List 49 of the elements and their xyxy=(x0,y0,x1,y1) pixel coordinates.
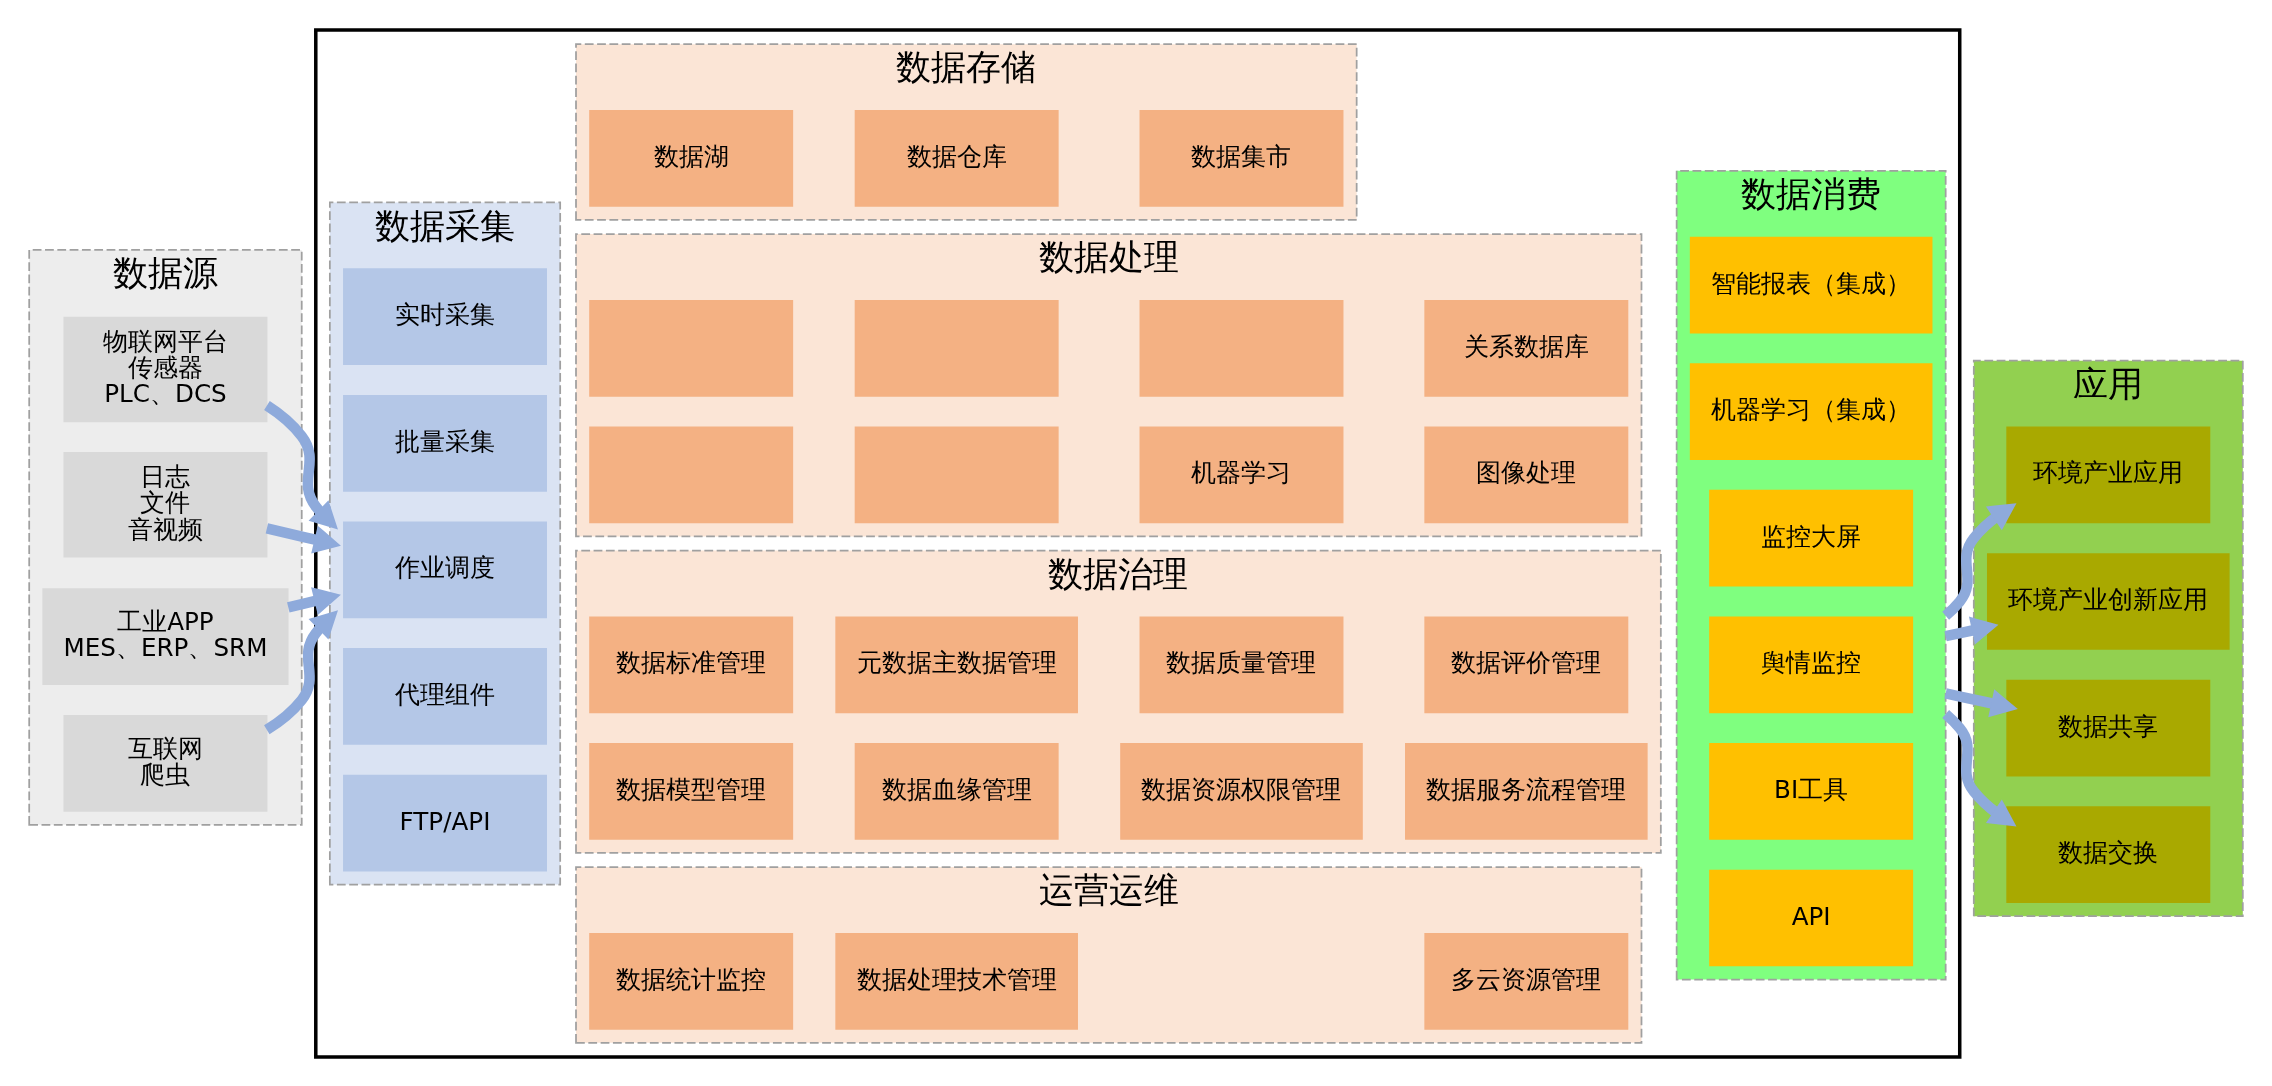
node-box xyxy=(854,426,1059,523)
node-box: 舆情监控 xyxy=(1709,615,1914,713)
arrow xyxy=(1942,502,2017,620)
node-box: 多云资源管理 xyxy=(1424,932,1629,1030)
node-box: 工业APP MES、ERP、SRM xyxy=(42,587,289,685)
node-box: BI工具 xyxy=(1709,742,1914,840)
node-box: 数据评价管理 xyxy=(1424,615,1629,713)
node-box xyxy=(854,299,1059,397)
node-box: 代理组件 xyxy=(343,647,547,745)
node-box: 数据集市 xyxy=(1139,109,1344,207)
node-box: 数据服务流程管理 xyxy=(1405,742,1648,840)
node-box xyxy=(589,299,794,397)
node-box: 数据湖 xyxy=(589,109,794,207)
node-box: 日志 文件 音视频 xyxy=(63,451,268,558)
arrow xyxy=(264,609,338,734)
node-box: 数据统计监控 xyxy=(589,932,794,1030)
arrow xyxy=(1944,687,2018,717)
node-box: 数据质量管理 xyxy=(1139,615,1344,713)
node-box: 数据处理技术管理 xyxy=(835,932,1078,1030)
node-box: 数据资源权限管理 xyxy=(1120,742,1363,840)
node-box: 数据仓库 xyxy=(854,109,1059,207)
node-box: 实时采集 xyxy=(343,267,547,365)
node-box: 互联网 爬虫 xyxy=(63,714,268,812)
arrow xyxy=(287,586,341,615)
node-box: 数据交换 xyxy=(2006,805,2211,903)
arrow xyxy=(1944,616,1999,644)
node-box xyxy=(589,426,794,523)
arrow xyxy=(265,522,341,553)
cluster xyxy=(314,27,1962,1059)
node-box: 机器学习 xyxy=(1139,426,1344,523)
node-box: 图像处理 xyxy=(1424,426,1629,523)
node-box: 机器学习（集成） xyxy=(1689,362,1933,460)
node-box xyxy=(1139,299,1344,397)
node-box: 监控大屏 xyxy=(1709,489,1914,587)
node-box: 关系数据库 xyxy=(1424,299,1629,397)
node-box: 数据标准管理 xyxy=(589,615,794,713)
node-box: API xyxy=(1709,869,1914,966)
node-box: 环境产业创新应用 xyxy=(1986,552,2230,650)
node-box: 作业调度 xyxy=(343,521,547,618)
node-box: 物联网平台 传感器 PLC、DCS xyxy=(63,316,268,422)
node-box: 环境产业应用 xyxy=(2006,426,2211,523)
node-box: 元数据主数据管理 xyxy=(835,615,1078,713)
arrow xyxy=(1942,709,2017,826)
node-box: 数据共享 xyxy=(2006,679,2211,776)
node-box: 智能报表（集成） xyxy=(1689,236,1933,333)
node-box: 数据模型管理 xyxy=(589,742,794,840)
node-box: FTP/API xyxy=(343,774,547,871)
node-box: 批量采集 xyxy=(343,394,547,492)
node-box: 数据血缘管理 xyxy=(854,742,1059,840)
